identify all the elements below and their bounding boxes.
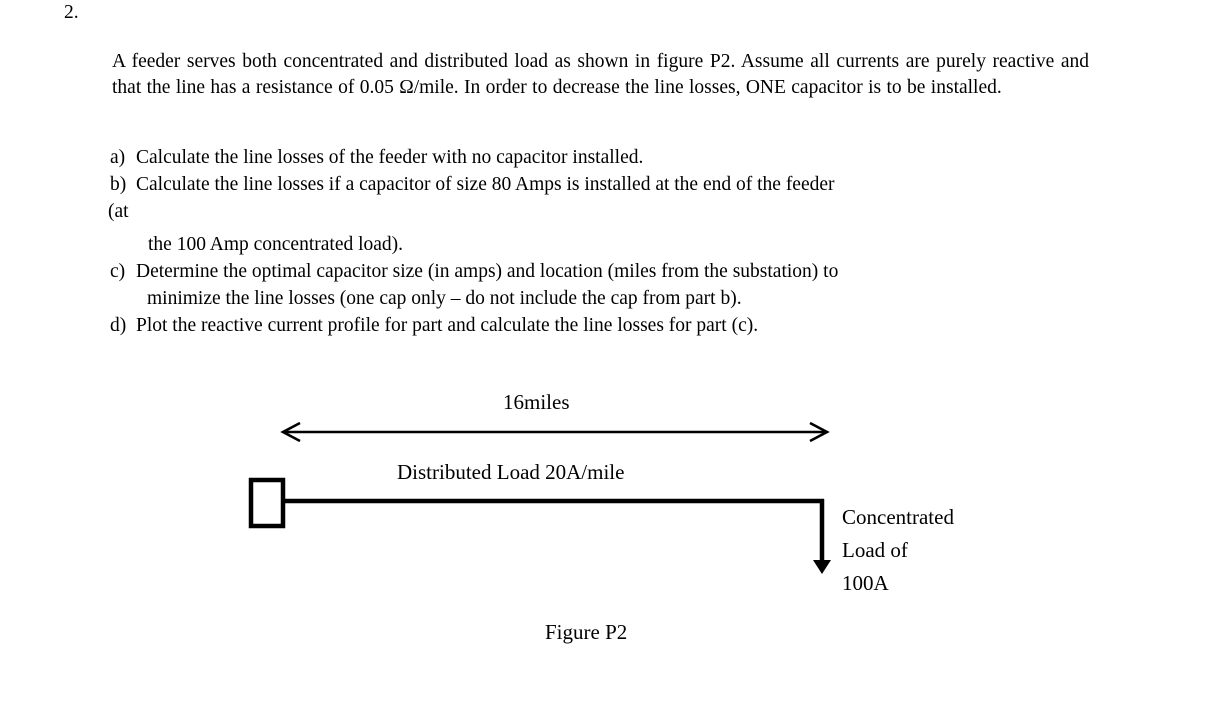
dimension-arrowhead-left [280,421,301,443]
part-c-continuation-1: minimize the line losses (one cap only –… [147,288,742,309]
feeder-schematic-svg [248,421,831,574]
part-b-continuation-2: the 100 Amp concentrated load). [148,234,404,255]
problem-part-c: c) Determine the optimal capacitor size (… [110,259,838,285]
part-b-label: b) [110,174,127,195]
concentrated-load-arrow [813,499,831,574]
problem-part-a: a) Calculate the line losses of the feede… [110,145,643,171]
problem-intro-paragraph: A feeder serves both concentrated and di… [112,51,1089,98]
part-d-text: Plot the reactive current profile for pa… [136,315,759,336]
part-d-label: d) [110,315,127,336]
figure-concentrated-load-line-2: Load of [842,538,908,562]
figure-p2: 16miles Distributed Load 20A/mile Concen… [0,375,1232,665]
part-a-label: a) [110,147,126,168]
problem-part-d: d) Plot the reactive current profile for … [110,313,758,339]
figure-caption: Figure P2 [545,620,628,644]
part-a-text: Calculate the line losses of the feeder … [136,147,644,168]
part-c-text: Determine the optimal capacitor size (in… [136,261,839,282]
length-dimension-arrow [280,421,830,443]
substation-box-icon [248,477,286,529]
figure-distributed-load-label: Distributed Load 20A/mile [397,460,625,484]
concentrated-load-arrowhead-icon [813,560,831,574]
figure-length-label: 16miles [503,390,570,414]
problem-number: 2. [64,2,79,23]
problem-part-b: b) Calculate the line losses if a capacit… [110,172,835,198]
part-b-continuation-1: (at [108,201,129,222]
figure-concentrated-load-line-1: Concentrated [842,505,954,529]
figure-concentrated-load-line-3: 100A [842,571,889,595]
dimension-arrowhead-right [809,421,830,443]
part-c-label: c) [110,261,126,282]
part-b-text: Calculate the line losses if a capacitor… [136,174,835,195]
